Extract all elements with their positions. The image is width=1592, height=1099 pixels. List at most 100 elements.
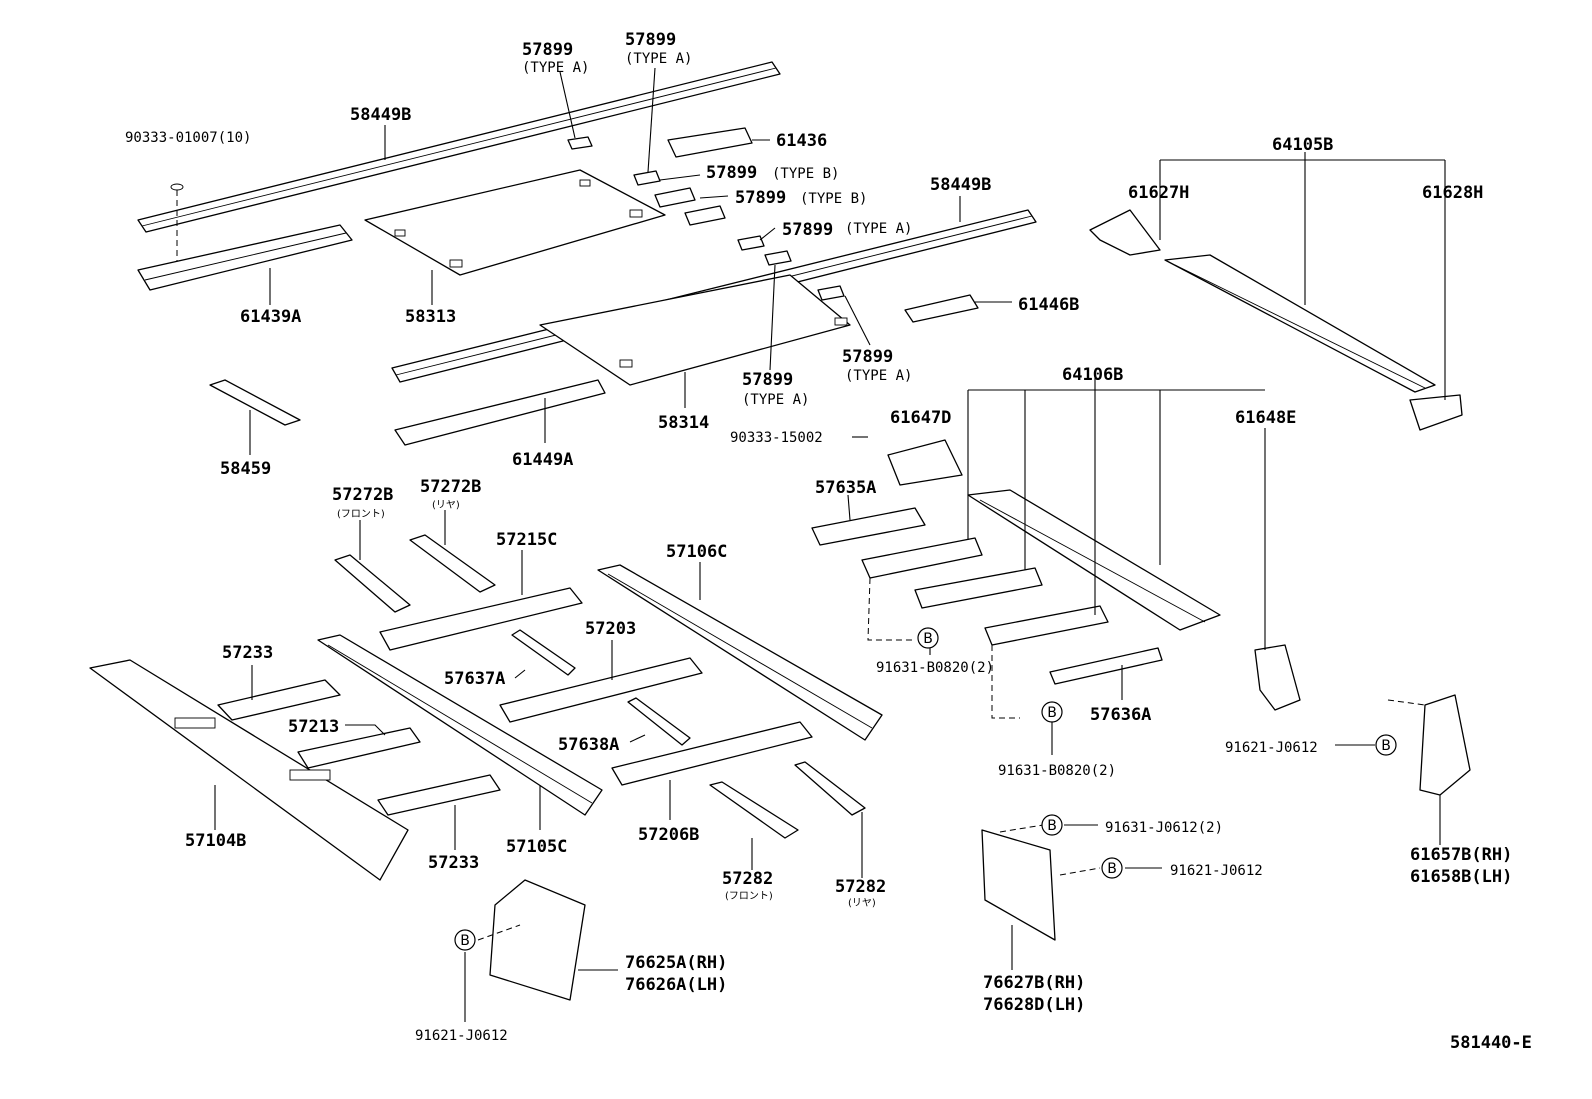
- bracket-61436[interactable]: [667, 127, 753, 158]
- side-member-57105c[interactable]: [317, 634, 603, 816]
- callout-b-1[interactable]: B: [917, 627, 939, 649]
- label-61648e[interactable]: 61648E: [1235, 408, 1296, 428]
- label-91631-j0612[interactable]: 91631-J0612(2): [1105, 820, 1223, 836]
- label-61628h[interactable]: 61628H: [1422, 183, 1483, 203]
- label-57899-a2[interactable]: 57899: [625, 30, 676, 50]
- bracket-61446b[interactable]: [904, 294, 979, 323]
- label-91631-b0820-1[interactable]: 91631-B0820(2): [876, 660, 994, 676]
- label-57272b-front[interactable]: 57272B: [332, 485, 393, 505]
- label-57233-upper[interactable]: 57233: [222, 643, 273, 663]
- label-57899-b2[interactable]: 57899: [735, 188, 786, 208]
- label-57282-rear[interactable]: 57282: [835, 877, 886, 897]
- crossmember-57233-upper[interactable]: [217, 679, 341, 721]
- label-58314[interactable]: 58314: [658, 413, 709, 433]
- label-57203[interactable]: 57203: [585, 619, 636, 639]
- member-61439a[interactable]: [137, 224, 353, 291]
- label-61647d[interactable]: 61647D: [890, 408, 951, 428]
- crossmember-57206b[interactable]: [611, 721, 813, 786]
- label-57213[interactable]: 57213: [288, 717, 339, 737]
- label-61439a[interactable]: 61439A: [240, 307, 301, 327]
- floor-panel-58314[interactable]: [539, 274, 851, 386]
- label-57637a[interactable]: 57637A: [444, 669, 505, 689]
- label-57899-b1[interactable]: 57899: [706, 163, 757, 183]
- crossmember-57282-rear[interactable]: [794, 761, 866, 816]
- callout-b-2[interactable]: B: [1041, 701, 1063, 723]
- pad-58459[interactable]: [209, 379, 301, 426]
- bracket-76627b[interactable]: [981, 829, 1056, 941]
- pad-57899-set-top[interactable]: [567, 136, 845, 301]
- extension-61628h[interactable]: [1409, 394, 1463, 431]
- member-61449a[interactable]: [394, 379, 606, 446]
- crossmember-57282-front[interactable]: [709, 781, 799, 839]
- label-76628d[interactable]: 76628D(LH): [983, 995, 1085, 1015]
- label-61658b[interactable]: 61658B(LH): [1410, 867, 1512, 887]
- label-91621-j0612-left[interactable]: 91621-J0612: [415, 1028, 508, 1044]
- extension-61647d[interactable]: [887, 439, 963, 486]
- brace-57638a[interactable]: [627, 697, 691, 746]
- rocker-panel-64105b[interactable]: [1164, 254, 1436, 393]
- label-57105c[interactable]: 57105C: [506, 837, 567, 857]
- label-61446b[interactable]: 61446B: [1018, 295, 1079, 315]
- floor-panel-58313[interactable]: [364, 169, 666, 276]
- label-57899-a3-type: (TYPE A): [845, 221, 912, 237]
- label-57272b-rear[interactable]: 57272B: [420, 477, 481, 497]
- crossmember-57272b-front[interactable]: [334, 554, 411, 613]
- member-57635a[interactable]: [811, 507, 926, 546]
- extension-61627h[interactable]: [1089, 209, 1161, 256]
- crossmember-57203[interactable]: [499, 657, 703, 723]
- label-57106c[interactable]: 57106C: [666, 542, 727, 562]
- label-76626a[interactable]: 76626A(LH): [625, 975, 727, 995]
- sill-64106b[interactable]: [967, 489, 1221, 631]
- crossmember-57272b-rear[interactable]: [409, 534, 496, 593]
- label-57206b[interactable]: 57206B: [638, 825, 699, 845]
- label-57899-a3[interactable]: 57899: [782, 220, 833, 240]
- label-58449b-right[interactable]: 58449B: [930, 175, 991, 195]
- label-61627h[interactable]: 61627H: [1128, 183, 1189, 203]
- reinforcement-61648e[interactable]: [1254, 644, 1301, 711]
- callout-b-5[interactable]: B: [1101, 857, 1123, 879]
- label-64106b[interactable]: 64106B: [1062, 365, 1123, 385]
- label-58449b-left[interactable]: 58449B: [350, 105, 411, 125]
- label-57899-a5[interactable]: 57899: [742, 370, 793, 390]
- label-90333-01007[interactable]: 90333-01007(10): [125, 130, 251, 146]
- label-91631-b0820-2[interactable]: 91631-B0820(2): [998, 763, 1116, 779]
- label-57233-lower[interactable]: 57233: [428, 853, 479, 873]
- crossmember-57233-lower[interactable]: [377, 774, 501, 816]
- label-57899-a4[interactable]: 57899: [842, 347, 893, 367]
- label-64105b[interactable]: 64105B: [1272, 135, 1333, 155]
- brace-57637a[interactable]: [511, 629, 576, 676]
- label-61436[interactable]: 61436: [776, 131, 827, 151]
- member-57636a[interactable]: [1049, 647, 1163, 685]
- label-57899-a1[interactable]: 57899: [522, 40, 573, 60]
- side-member-57104b[interactable]: [89, 659, 409, 881]
- label-91621-j0612-mid[interactable]: 91621-J0612: [1170, 863, 1263, 879]
- callout-b-4[interactable]: B: [1041, 814, 1063, 836]
- label-57104b[interactable]: 57104B: [185, 831, 246, 851]
- crossmember-set-64106b[interactable]: [861, 537, 1109, 646]
- rail-58449b-left[interactable]: [137, 61, 781, 233]
- label-91621-j0612-right[interactable]: 91621-J0612: [1225, 740, 1318, 756]
- label-57638a[interactable]: 57638A: [558, 735, 619, 755]
- label-58459[interactable]: 58459: [220, 459, 271, 479]
- callout-b-6[interactable]: B: [454, 929, 476, 951]
- crossmember-57215c[interactable]: [379, 587, 583, 651]
- label-76627b[interactable]: 76627B(RH): [983, 973, 1085, 993]
- label-61449a[interactable]: 61449A: [512, 450, 573, 470]
- crossmember-57213[interactable]: [297, 727, 421, 769]
- label-57215c[interactable]: 57215C: [496, 530, 557, 550]
- bolt-90333-01007[interactable]: [170, 183, 184, 282]
- callout-b-3[interactable]: B: [1375, 734, 1397, 756]
- label-57636a[interactable]: 57636A: [1090, 705, 1151, 725]
- bracket-76625a[interactable]: [489, 879, 586, 1001]
- label-76625a[interactable]: 76625A(RH): [625, 953, 727, 973]
- part-labels: 57899 (TYPE A) 57899 (TYPE A) 58449B 903…: [125, 30, 1532, 1053]
- svg-text:B: B: [1107, 861, 1117, 877]
- bracket-61657b[interactable]: [1419, 694, 1471, 796]
- label-61657b[interactable]: 61657B(RH): [1410, 845, 1512, 865]
- label-57899-b1-type: (TYPE B): [772, 166, 839, 182]
- label-90333-15002[interactable]: 90333-15002: [730, 430, 823, 446]
- label-58313[interactable]: 58313: [405, 307, 456, 327]
- label-57635a[interactable]: 57635A: [815, 478, 876, 498]
- side-member-57106c[interactable]: [597, 564, 883, 741]
- label-57282-front[interactable]: 57282: [722, 869, 773, 889]
